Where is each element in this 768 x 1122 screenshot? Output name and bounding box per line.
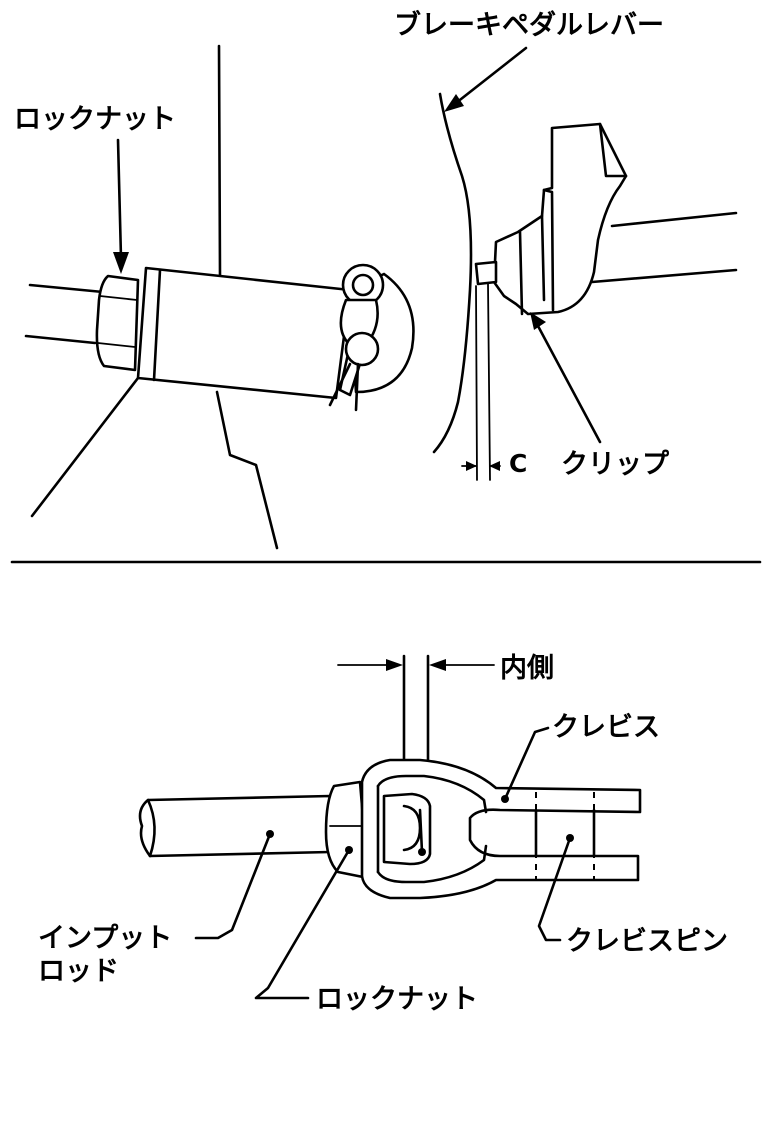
input-rod-label-line1: インプット xyxy=(38,923,172,954)
inner-side-label: 内側 xyxy=(500,653,554,684)
lock-nut-label-top: ロックナット xyxy=(14,104,176,135)
clevis-outer-shape xyxy=(360,758,642,900)
stop-lamp-switch-body xyxy=(492,122,628,316)
lock-nut-label-bottom: ロックナット xyxy=(316,984,478,1015)
snap-pin xyxy=(328,263,385,412)
clevis-label: クレビス xyxy=(552,712,660,743)
lock-nut-bottom-shape xyxy=(324,780,370,880)
brake-pedal-lever-arrow xyxy=(454,46,528,105)
clip-label: クリップ xyxy=(561,449,670,480)
input-rod-label-line2: ロッド xyxy=(38,956,119,987)
lock-nut-shape xyxy=(95,274,140,372)
clearance-c-label: C xyxy=(509,449,527,478)
brake-pedal-lever-outline xyxy=(432,92,473,454)
pedal-lever-eye xyxy=(382,792,432,866)
switch-plunger xyxy=(474,260,498,286)
lock-nut-detail-view: ロックナット xyxy=(14,44,415,550)
clevis-top-view: 内側 クレビス クレビスピン インプット xyxy=(38,653,728,1015)
clip-arrow xyxy=(536,324,602,444)
clevis-pin-label: クレビスピン xyxy=(566,926,728,957)
input-rod-shape xyxy=(138,794,332,858)
lever-edge-line xyxy=(217,44,222,277)
lock-nut-arrow-top xyxy=(116,138,123,260)
brake-pedal-lever-label: ブレーキペダルレバー xyxy=(394,9,664,41)
push-rod-upper xyxy=(28,283,105,294)
pedal-clip-detail-view: C ブレーキペダルレバー クリップ xyxy=(394,9,738,481)
push-rod-lower xyxy=(24,334,97,345)
clevis-body xyxy=(136,266,352,400)
lever-edge-lower xyxy=(215,390,279,550)
